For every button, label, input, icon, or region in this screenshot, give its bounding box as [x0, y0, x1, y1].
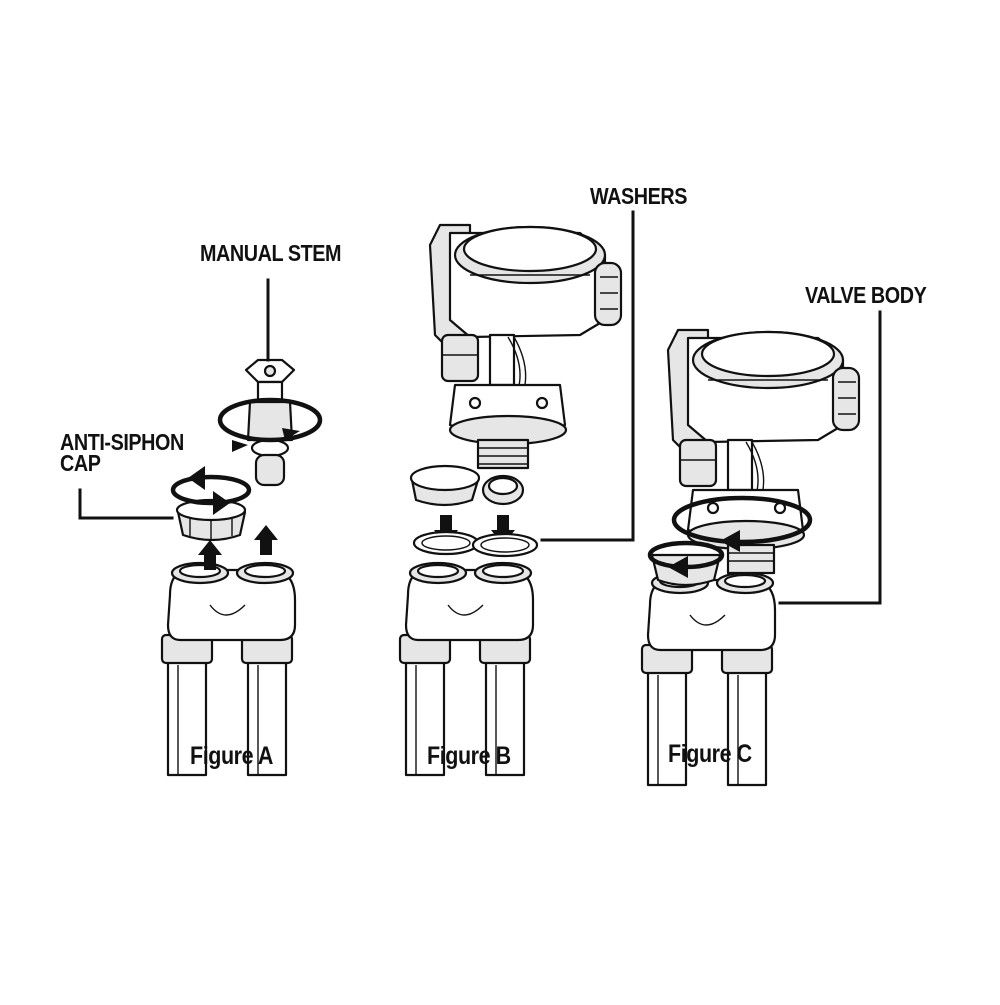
up-arrow-left	[198, 540, 222, 570]
valve-body-leader	[778, 310, 882, 605]
up-arrow-right	[254, 525, 278, 555]
valve-unit-c	[666, 328, 861, 551]
rotate-arrow-stem	[217, 397, 323, 443]
rotate-arrow-cap	[170, 474, 252, 506]
anti-siphon-cap-label-line1: ANTI-SIPHON	[60, 429, 184, 455]
manual-stem	[244, 358, 296, 487]
figure-c-caption: Figure C	[668, 740, 752, 768]
anti-siphon-leader	[78, 488, 174, 520]
figure-b-caption: Figure B	[427, 742, 511, 770]
anti-siphon-cap-label-line2: CAP	[60, 450, 101, 476]
figure-a-drawing	[78, 278, 323, 777]
valve-body-label: VALVE BODY	[805, 282, 927, 308]
figure-a-caption: Figure A	[190, 742, 273, 770]
figure-c-drawing	[640, 310, 882, 787]
rotate-arrow-valve	[671, 495, 813, 545]
washers-label: WASHERS	[590, 183, 688, 209]
washers-leader	[540, 210, 635, 542]
valve-unit-b	[428, 223, 623, 446]
figure-b-drawing	[398, 210, 635, 777]
manual-stem-label: MANUAL STEM	[200, 240, 342, 266]
